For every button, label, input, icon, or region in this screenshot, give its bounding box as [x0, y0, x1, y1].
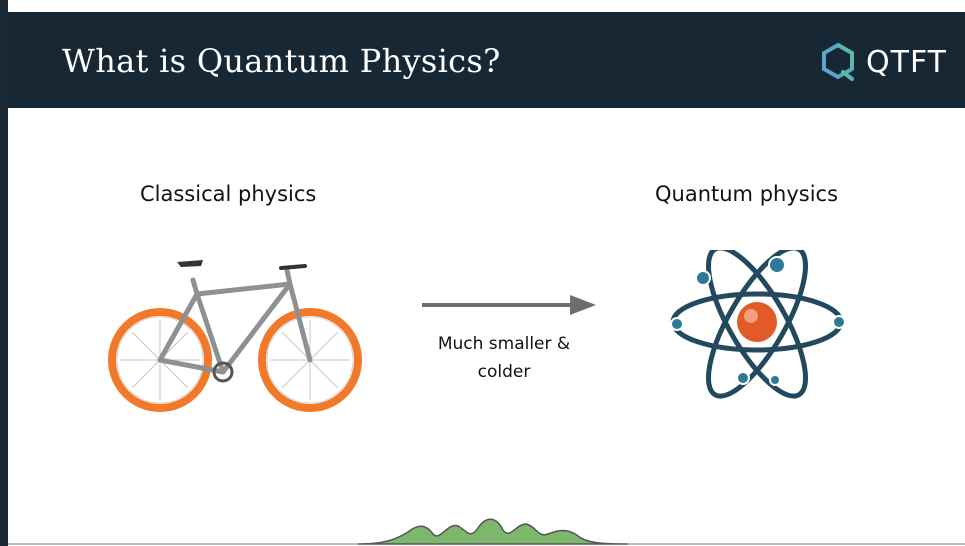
top-strip — [8, 0, 965, 12]
logo-text: QTFT — [866, 44, 947, 80]
qtft-logo: QTFT — [818, 42, 947, 82]
bicycle-icon — [108, 260, 362, 412]
arrow-caption: Much smaller & colder — [420, 330, 588, 386]
atom-icon — [670, 250, 846, 399]
classical-heading: Classical physics — [140, 182, 317, 206]
hexagon-logo-icon — [822, 42, 854, 81]
slide-header: What is Quantum Physics? QTFT — [8, 12, 965, 108]
slide-title: What is Quantum Physics? — [62, 42, 501, 80]
left-border — [0, 0, 8, 546]
right-arrow-icon — [422, 295, 596, 315]
caption-line-2: colder — [477, 362, 531, 382]
caption-line-1: Much smaller & — [437, 334, 571, 354]
wave-graph-icon — [8, 518, 965, 545]
quantum-heading: Quantum physics — [655, 182, 839, 206]
